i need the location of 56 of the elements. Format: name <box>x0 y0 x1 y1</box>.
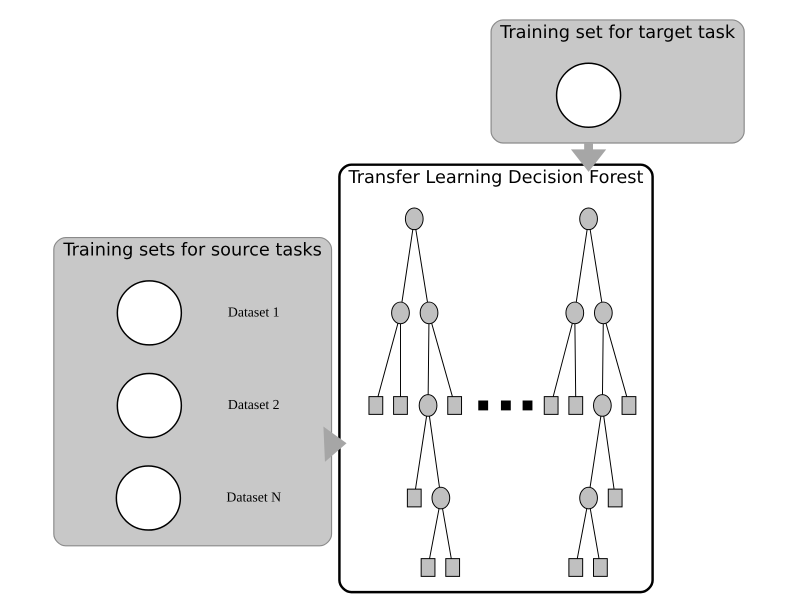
arrow <box>323 426 347 462</box>
node-box <box>568 396 584 415</box>
arrow <box>570 143 606 172</box>
connector <box>602 323 604 395</box>
connector <box>401 229 414 303</box>
connector <box>606 323 628 397</box>
connector <box>414 416 428 490</box>
node-label: Dataset 1 <box>228 304 280 320</box>
node-circle <box>391 302 410 324</box>
node-circle <box>579 208 598 230</box>
node-square <box>478 400 488 410</box>
cluster: Training set for target task <box>490 19 745 144</box>
node-box <box>447 396 462 415</box>
node-circle <box>565 302 584 324</box>
node-box <box>622 396 636 415</box>
connector <box>415 229 428 303</box>
node-square <box>522 400 532 410</box>
connector <box>400 323 401 397</box>
node-circle <box>116 372 182 438</box>
node-circle <box>116 465 182 531</box>
connector <box>574 323 576 397</box>
node-box <box>393 396 408 415</box>
node-circle <box>556 62 622 128</box>
connector <box>590 508 600 560</box>
connector <box>431 323 453 397</box>
node-circle <box>579 486 598 510</box>
node-circle <box>420 302 438 324</box>
connector <box>552 323 573 397</box>
connector <box>428 323 430 395</box>
connector <box>576 229 588 303</box>
node-square <box>500 400 511 410</box>
node-label: Dataset N <box>226 490 282 505</box>
node-circle <box>418 394 438 417</box>
cluster: Transfer Learning Decision Forest <box>338 163 654 594</box>
node-box <box>445 558 460 577</box>
connector <box>442 508 452 560</box>
connector <box>429 508 440 560</box>
node-circle <box>593 394 612 417</box>
connector <box>428 416 440 488</box>
node-box <box>568 558 584 577</box>
node-box <box>593 558 608 577</box>
node-circle <box>594 302 613 324</box>
node-label: Dataset 2 <box>228 397 280 412</box>
node-box <box>420 558 436 577</box>
node-circle <box>432 486 450 510</box>
node-box <box>406 488 422 508</box>
connector <box>576 508 588 560</box>
node-box <box>544 396 559 415</box>
node-box <box>368 396 384 415</box>
node-circle <box>116 280 182 346</box>
node-circle <box>404 208 424 230</box>
connector <box>603 416 615 490</box>
node-box <box>608 488 623 508</box>
connector <box>590 416 602 488</box>
connector <box>378 323 398 397</box>
connector <box>590 229 602 303</box>
